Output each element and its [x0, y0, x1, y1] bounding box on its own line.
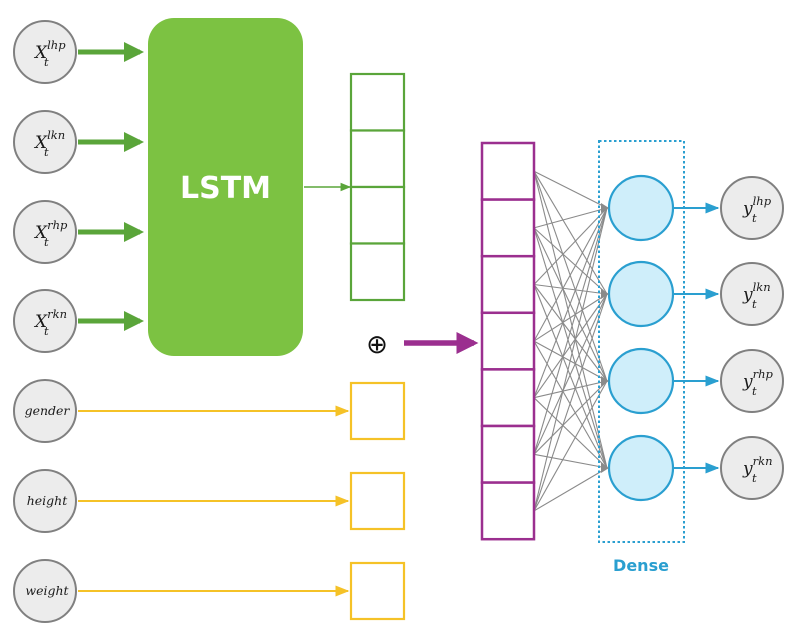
dense-connection-line: [533, 283, 608, 295]
lstm-output-cell: [349, 185, 406, 245]
feature-label-weight: weight: [25, 583, 69, 598]
input-node-lkn: [13, 110, 77, 174]
feature-cell-weight: [349, 561, 406, 621]
concat-cell: [480, 254, 536, 315]
dense-connection-line: [533, 207, 608, 342]
input-node-rhp: [13, 200, 77, 264]
concat-symbol: ⊕: [366, 330, 388, 360]
lstm-output-cell: [349, 129, 406, 189]
concat-cell: [480, 141, 536, 201]
feature-node-height: [13, 469, 77, 533]
dense-neuron: [607, 347, 675, 415]
dense-connection-line: [533, 171, 608, 295]
feature-cell-gender: [349, 381, 406, 441]
dense-connection-line: [533, 207, 608, 398]
input-node-lhp: [13, 20, 77, 84]
dense-label: Dense: [613, 556, 669, 575]
dense-connection-line: [533, 171, 608, 469]
dense-neuron: [607, 434, 675, 502]
feature-label-gender: gender: [25, 403, 71, 418]
dense-neuron: [607, 174, 675, 242]
concat-cell: [480, 198, 536, 258]
dense-connection-line: [533, 380, 608, 512]
static-features: gender height weight: [13, 379, 406, 623]
dense-neuron: [607, 260, 675, 328]
dense-connection-line: [533, 293, 608, 342]
dense-connection-line: [533, 380, 608, 399]
dense-connection-line: [533, 293, 608, 455]
dense-connection-line: [533, 227, 608, 469]
dense-connection-line: [533, 207, 608, 285]
lstm-output-vector: [349, 72, 406, 302]
output-node-rhp: [720, 349, 784, 413]
dense-neurons: [601, 174, 675, 502]
concat-cell: [480, 481, 536, 541]
dense-connection-line: [533, 207, 608, 229]
concat-vector: [480, 141, 536, 541]
concat-cell: [480, 311, 536, 371]
dense-connection-line: [533, 293, 608, 512]
concat-cell: [480, 368, 536, 428]
dense-connection-line: [533, 284, 608, 469]
dense-connection-line: [533, 380, 608, 455]
lstm-output-cell: [349, 72, 406, 132]
dense-input-arrowhead: [601, 289, 609, 299]
dense-layer-box: [598, 140, 685, 543]
concat-cell: [480, 424, 536, 484]
dense-connection-line: [533, 397, 608, 469]
dense-input-arrowhead: [601, 203, 609, 213]
feature-cell-height: [349, 471, 406, 531]
feature-node-weight: [13, 559, 77, 623]
output-node-lkn: [720, 262, 784, 326]
dense-connection-line: [533, 170, 608, 209]
dense-input-arrowhead: [601, 463, 609, 473]
output-node-rkn: [720, 436, 784, 500]
dense-connection-line: [533, 227, 608, 382]
dense-connection-line: [533, 293, 608, 399]
feature-node-gender: [13, 379, 77, 443]
input-node-rkn: [13, 289, 77, 353]
dense-connection-line: [533, 467, 608, 512]
lstm-label: LSTM: [180, 171, 271, 206]
dense-connections: [533, 170, 608, 512]
output-node-lhp: [720, 176, 784, 240]
dense-input-arrowhead: [601, 376, 609, 386]
dense-connection-line: [533, 453, 608, 469]
feature-label-height: height: [27, 493, 68, 508]
dense-connection-line: [533, 171, 608, 382]
dense-connection-line: [533, 227, 608, 295]
dense-connection-line: [533, 340, 608, 469]
lstm-output-cell: [349, 242, 406, 302]
dense-connection-line: [533, 207, 608, 512]
lstm-block: [148, 18, 303, 356]
dense-connection-line: [533, 207, 608, 455]
